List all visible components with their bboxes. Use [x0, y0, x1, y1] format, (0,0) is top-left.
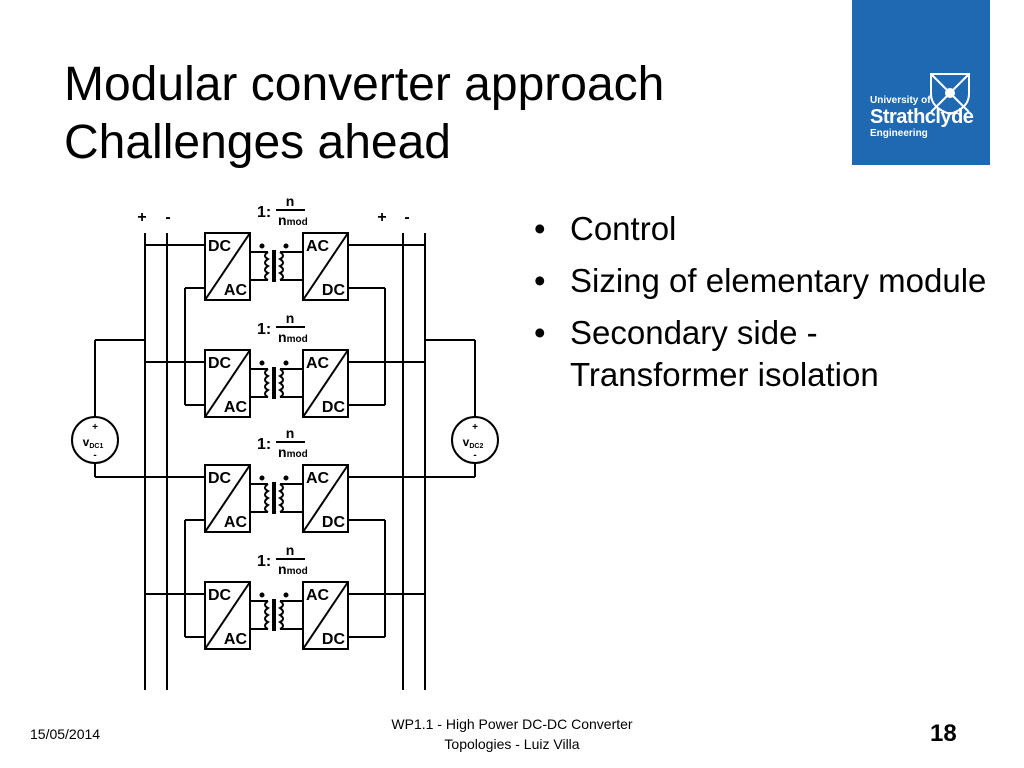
transformer-coil-primary: [264, 600, 270, 630]
label-ac: AC: [306, 470, 330, 487]
slide-title: Modular converter approach Challenges ah…: [64, 56, 824, 172]
label-dc: DC: [208, 238, 232, 255]
label-dc: DC: [208, 470, 232, 487]
left-plus-label: +: [137, 209, 146, 226]
converter-diagonal: [302, 581, 349, 650]
page-number: 18: [930, 720, 957, 747]
turns-ratio-denominator: nmod: [278, 444, 308, 460]
logo-line-3: Engineering: [870, 128, 928, 139]
footer-line-2: Topologies - Luiz Villa: [444, 736, 580, 752]
converter-circuit-diagram: +-+-+vDC1-+vDC2-DCACACDC1:nnmodDCACACDC1…: [71, 193, 499, 690]
turns-ratio-denominator: nmod: [278, 561, 308, 577]
label-dc: DC: [208, 355, 232, 372]
converter-ac-dc-box: [302, 581, 349, 650]
bullet-item: Sizing of elementary module: [532, 260, 992, 302]
label-dc: DC: [322, 399, 346, 416]
label-ac: AC: [224, 399, 248, 416]
polarity-dot: [259, 475, 265, 481]
source-right-label: vDC2: [463, 435, 484, 450]
polarity-dot: [283, 360, 289, 366]
logo-line-1: University of: [870, 95, 931, 106]
turns-ratio-prefix: 1:: [257, 204, 271, 221]
title-line-2: Challenges ahead: [64, 116, 451, 169]
label-dc: DC: [322, 514, 346, 531]
label-ac: AC: [224, 282, 248, 299]
crest-icon: [930, 73, 970, 116]
transformer-coil-secondary: [278, 251, 284, 281]
converter-diagonal: [302, 349, 349, 418]
converter-ac-dc-box: [302, 232, 349, 301]
label-dc: DC: [322, 631, 346, 648]
converter-diagonal: [302, 464, 349, 533]
bullet-item: Secondary side - Transformer isolation: [532, 312, 992, 396]
polarity-dot: [283, 243, 289, 249]
turns-ratio-numerator: n: [286, 193, 295, 209]
source-left-minus: -: [93, 450, 96, 461]
voltage-source-left: [71, 416, 119, 464]
label-dc: DC: [208, 587, 232, 604]
polarity-dot: [259, 243, 265, 249]
voltage-source-right: [451, 416, 499, 464]
label-ac: AC: [306, 355, 330, 372]
polarity-dot: [283, 475, 289, 481]
converter-diagonal: [204, 349, 251, 418]
source-left-plus: +: [92, 422, 98, 433]
turns-ratio-numerator: n: [286, 425, 295, 441]
logo-text: University of Strathclyde Engineering: [870, 95, 974, 139]
transformer-coil-secondary: [278, 483, 284, 513]
university-logo: University of Strathclyde Engineering: [852, 0, 990, 165]
converter-ac-dc-box: [302, 349, 349, 418]
converter-diagonal: [204, 464, 251, 533]
bullet-item: Control: [532, 208, 992, 250]
transformer-coil-primary: [264, 483, 270, 513]
source-left-label: vDC1: [83, 435, 104, 450]
converter-diagonal: [302, 232, 349, 301]
title-line-1: Modular converter approach: [64, 58, 665, 111]
turns-ratio-numerator: n: [286, 542, 295, 558]
footer-line-1: WP1.1 - High Power DC-DC Converter: [391, 716, 633, 732]
polarity-dot: [259, 592, 265, 598]
footer-title: WP1.1 - High Power DC-DC Converter Topol…: [300, 714, 724, 754]
polarity-dot: [259, 360, 265, 366]
turns-ratio-denominator: nmod: [278, 212, 308, 228]
logo-line-2: Strathclyde: [870, 106, 974, 128]
label-ac: AC: [224, 631, 248, 648]
converter-dc-ac-box: [204, 581, 251, 650]
left-minus-label: -: [165, 209, 170, 226]
source-right-plus: +: [472, 422, 478, 433]
converter-dc-ac-box: [204, 349, 251, 418]
source-right-minus: -: [473, 450, 476, 461]
right-minus-label: -: [404, 209, 409, 226]
converter-diagonal: [204, 581, 251, 650]
right-plus-label: +: [377, 209, 386, 226]
turns-ratio-prefix: 1:: [257, 553, 271, 570]
transformer-coil-primary: [264, 368, 270, 398]
polarity-dot: [283, 592, 289, 598]
label-ac: AC: [306, 238, 330, 255]
turns-ratio-prefix: 1:: [257, 321, 271, 338]
converter-dc-ac-box: [204, 464, 251, 533]
footer-date: 15/05/2014: [30, 726, 101, 742]
turns-ratio-numerator: n: [286, 310, 295, 326]
converter-dc-ac-box: [204, 232, 251, 301]
bullet-list: Control Sizing of elementary module Seco…: [532, 208, 992, 406]
label-ac: AC: [224, 514, 248, 531]
label-ac: AC: [306, 587, 330, 604]
transformer-coil-primary: [264, 251, 270, 281]
transformer-coil-secondary: [278, 368, 284, 398]
turns-ratio-denominator: nmod: [278, 329, 308, 345]
converter-diagonal: [204, 232, 251, 301]
label-dc: DC: [322, 282, 346, 299]
converter-ac-dc-box: [302, 464, 349, 533]
transformer-coil-secondary: [278, 600, 284, 630]
turns-ratio-prefix: 1:: [257, 436, 271, 453]
